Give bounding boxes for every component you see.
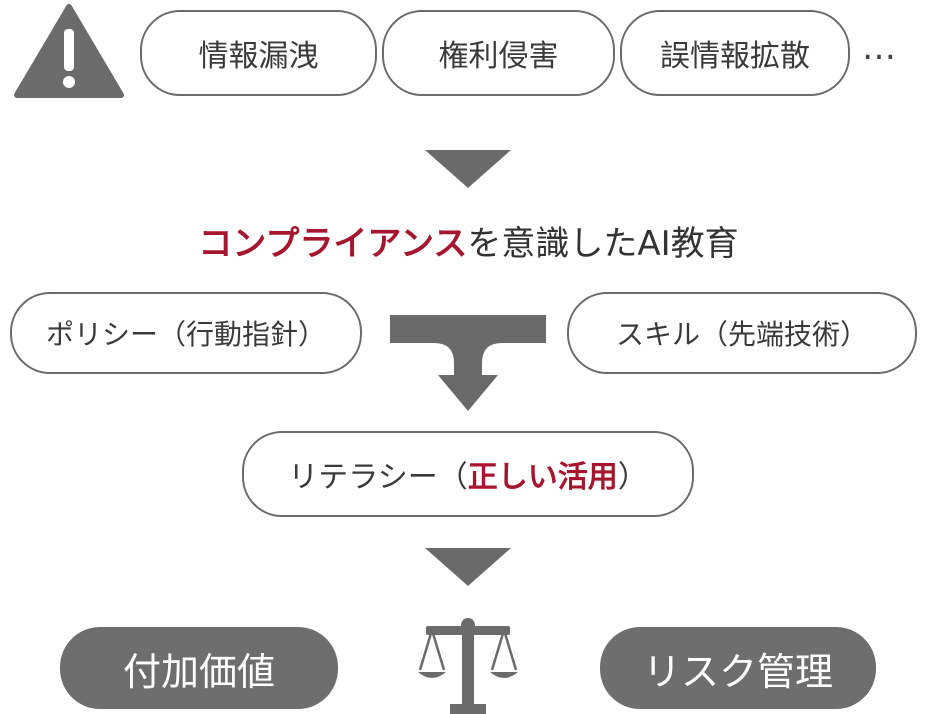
risk-pill-misinformation: 誤情報拡散 xyxy=(620,10,850,96)
policy-label: ポリシー（行動指針） xyxy=(45,318,326,351)
ellipsis: … xyxy=(862,28,896,68)
merge-arrow-icon xyxy=(390,315,546,411)
risk-pill-rights-infringement: 権利侵害 xyxy=(382,10,615,96)
policy-pill: ポリシー（行動指針） xyxy=(10,292,362,374)
value-label: 付加価値 xyxy=(122,649,275,694)
risk-management-label: リスク管理 xyxy=(642,649,833,694)
risk-pill-info-leak: 情報漏洩 xyxy=(140,10,377,96)
skill-label: スキル（先端技術） xyxy=(615,318,868,351)
literacy-pill: リテラシー（正しい活用） xyxy=(242,431,694,517)
heading: コンプライアンスを意識したAI教育 xyxy=(0,216,937,265)
risk-label: 情報漏洩 xyxy=(198,39,319,74)
value-pill: 付加価値 xyxy=(60,627,338,709)
heading-rest: を意識したAI教育 xyxy=(467,224,739,264)
risk-label: 権利侵害 xyxy=(438,39,559,74)
down-arrow-icon xyxy=(425,150,511,188)
risk-label: 誤情報拡散 xyxy=(660,39,810,74)
literacy-prefix: リテラシー（ xyxy=(288,460,468,495)
warning-icon xyxy=(14,4,124,98)
skill-pill: スキル（先端技術） xyxy=(567,292,917,374)
heading-emphasis: コンプライアンス xyxy=(198,224,468,264)
literacy-suffix: ） xyxy=(617,460,648,495)
down-arrow-icon xyxy=(425,548,511,586)
literacy-emphasis: 正しい活用 xyxy=(467,460,618,495)
risk-management-pill: リスク管理 xyxy=(600,627,876,709)
balance-scale-icon xyxy=(418,618,518,714)
